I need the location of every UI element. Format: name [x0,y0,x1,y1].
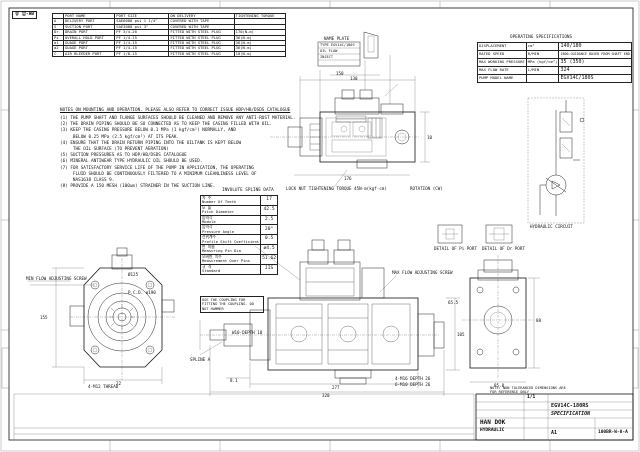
name-plate-label: NAME PLATE [324,36,350,41]
company-sub: HYDRAULIC [480,428,505,433]
dim-text: 88 [536,318,542,323]
note-item: (6) MINERAL ANTIWEAR TYPE HYDRAULIC OIL … [60,159,203,165]
pcd-label: P.C.D. ø190 [128,290,156,295]
dim-text: 85.8 [494,383,505,388]
note-item: (7) FOR SATISFACTORY SERVICE LIFE OF THE… [60,165,255,171]
port-header-torque: TIGHTENING TORQUE [233,12,287,20]
dim-text: 65.5 [448,300,459,305]
company-name: HAN DOK [480,419,506,426]
dim-text: 22 [116,381,122,386]
keyslot-label: W10·DEPTH 10 [232,330,263,335]
notes-heading: NOTES ON MOUNTING AND OPERATION. PLEASE … [60,108,291,113]
tolerance-note: NOTE: NON TOLERANCED DIMENSIONS ARE FOR … [490,386,566,395]
note-item: (5) SUCTION PRESSURES AS TO HDP/HB/DSDS … [60,153,187,159]
detail-dr-port [485,224,513,244]
drawing-number: EGV14C-180RS [551,403,589,409]
note-item: BELOW 0.25 MPa (2.5 kgf/cm²) AT ITS PEAK… [60,134,179,140]
min-flow-label: MIN FLOW ADJUSTING SCREW [26,276,87,281]
sheet-number: 100BR-W-0-A [598,430,628,435]
dim-text: 277 [332,385,340,390]
note-item: THE OIL SURFACE (TO PREVENT AERATION) [60,147,169,153]
dim-text: 10 [427,135,433,140]
dim-text: 320 [322,393,330,398]
max-flow-label: MAX FLOW ADJUSTING SCREW [392,270,453,275]
dim-text: 8.1 [230,378,238,383]
depth-label: 4-M16 DEPTH 26 [395,376,431,381]
notes-list: (1) THE PUMP SHAFT AND FLANGE SURFACES S… [60,116,295,190]
dim-text: 155 [40,315,48,320]
name-plate-flow: OIL FLOW [320,49,338,53]
top-view [199,239,460,396]
dim-text: 130 [350,76,358,81]
depth2-label: 6-M10 DEPTH 26 [395,382,431,387]
note-item: (4) ENSURE THAT THE DRAIN RETURN PIPING … [60,140,242,146]
note-item: NAS1638 CLASS 9. [60,178,115,184]
mounting-thread-label: 4-M12 THREAD [88,384,119,389]
spec-title: OPERATING SPECIFICATIONS [510,35,573,40]
lock-nut-label: LOCK NUT TIGHTENING TORQUE 45N·m(kgf·cm) [286,186,387,191]
detail-pi-port [437,224,463,244]
detail-dr-label: DETAIL OF Dr PORT [482,246,525,251]
shaft-rotation-label: ROTATION (CW) [410,186,443,191]
name-plate-inject: INJECT [320,55,333,59]
scale-label: 1/1 [527,395,536,400]
dim-text: 176 [344,176,352,181]
rear-view [462,255,540,383]
dim-text: 105 [457,332,465,337]
dim-text: Ø125 [128,272,139,277]
detail-pi-label: DETAIL OF Pi PORT [434,246,477,251]
port-table: PORT NAME PORT SIZE ON DELIVERY TIGHTENI… [52,12,287,58]
note-item: (8) PROVIDE A 150 MESH (100um) STRAINER … [60,184,216,190]
spline-note: USE THE COUPLING FOR FITTING THE COUPLIN… [200,296,264,314]
note-item: FLUID SHOULD BE CONTINUOUSLY FILTERED TO… [60,171,257,177]
hydraulic-circuit-label: HYDRAULIC CIRCUIT [530,224,573,229]
hydraulic-circuit [527,97,585,224]
drawing-title: SPECIFICATION [551,411,591,417]
name-plate-type: TYPE EGV14C/180S [320,43,355,47]
sheet-tag: 유 압-HB [12,11,38,19]
port-table-header: PORT NAME PORT SIZE ON DELIVERY TIGHTENI… [52,12,287,20]
side-view [270,55,430,191]
note-item: (1) THE PUMP SHAFT AND FLANGE SURFACES S… [60,116,296,121]
note-item: (3) KEEP THE CASING PRESSURE BELOW 0.1 M… [60,128,236,134]
front-view [28,247,175,384]
note-item: (2) THE DRAIN PIPING SHOULD BE SO CONNEC… [60,122,273,128]
sheet-size: A1 [551,430,558,436]
dim-text: 150 [336,71,344,76]
spline-title: INVOLUTE SPLINE DATA [222,188,274,193]
title-block-frame [13,393,634,441]
spline-a-label: SPLINE A [190,357,211,362]
